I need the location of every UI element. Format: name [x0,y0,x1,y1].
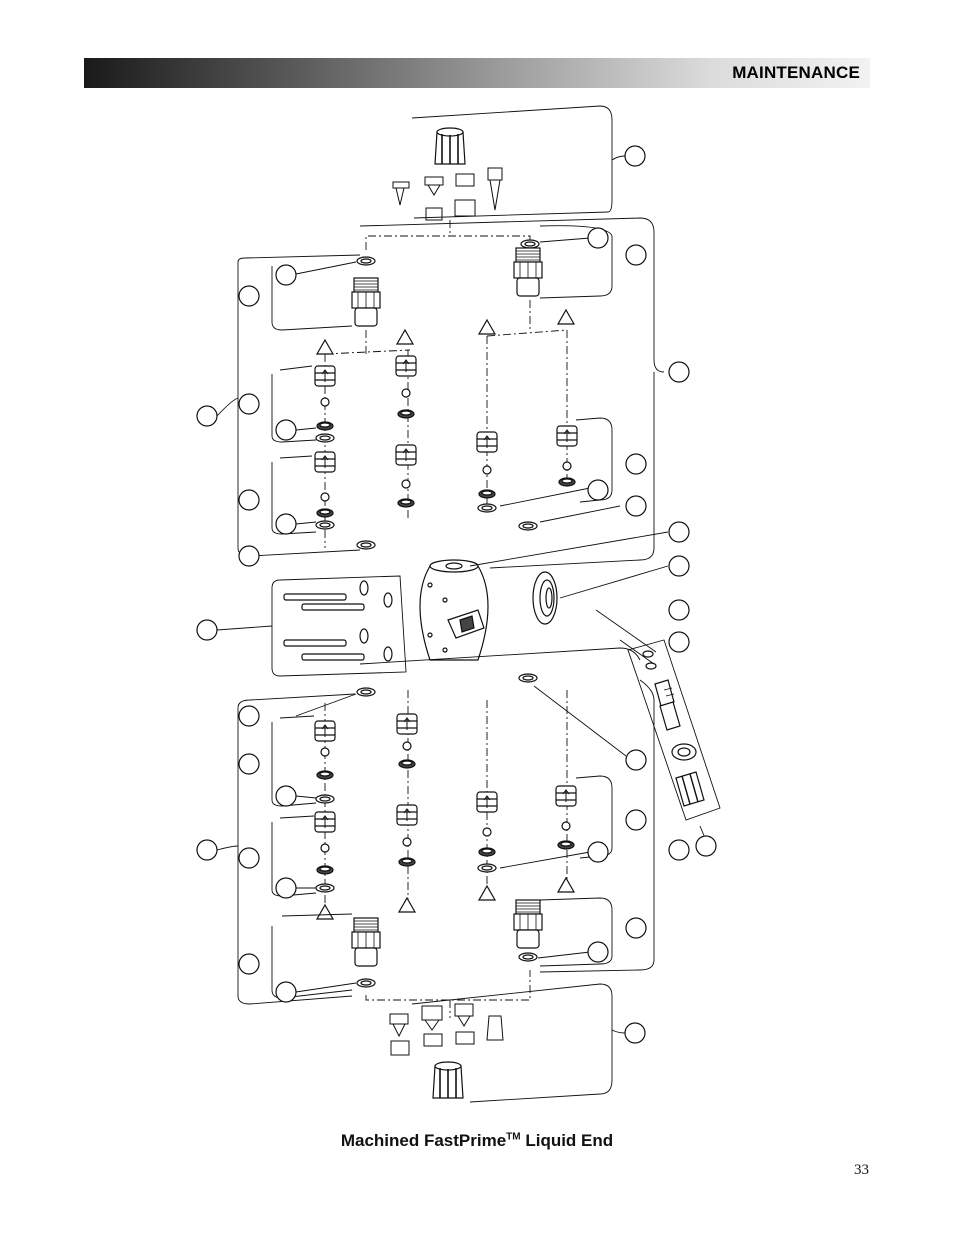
head-bolts [284,581,392,661]
bottom-right-valve-stack [477,674,576,900]
pump-head-body [420,560,488,660]
bottom-tubing-connection-set [390,1004,503,1098]
trademark-mark: TM [506,1131,520,1142]
diaphragm [533,572,557,624]
figure-caption: Machined FastPrimeTM Liquid End [0,1131,954,1151]
bleed-valve-assembly [628,640,720,820]
caption-suffix: Liquid End [521,1131,614,1150]
bottom-left-valve-stack [315,688,417,919]
top-tubing-connection-set [393,128,502,220]
top-left-valve-stack [315,330,416,549]
page-number: 33 [854,1162,869,1179]
top-right-valve-stack [477,310,577,530]
caption-main: Machined FastPrime [341,1131,506,1150]
